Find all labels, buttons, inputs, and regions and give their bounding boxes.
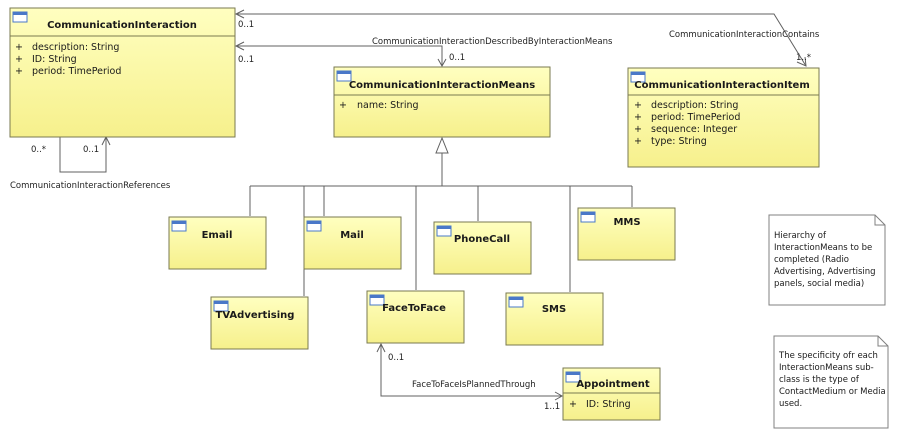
association-references-target-multiplicity: 0..1 <box>83 145 99 155</box>
class-email[interactable]: Email <box>168 216 267 270</box>
note-line: InteractionMeans sub- <box>779 363 874 373</box>
arrowhead-contains-source <box>234 9 245 19</box>
association-references-line[interactable] <box>59 137 107 173</box>
class-name: CommunicationInteractionItem <box>634 80 810 91</box>
note-line: panels, social media) <box>774 279 864 289</box>
association-described-by-source-multiplicity: 0..1 <box>238 55 254 65</box>
attribute: description: String <box>32 42 119 53</box>
attribute: period: TimePeriod <box>32 66 121 77</box>
association-contains-label: CommunicationInteractionContains <box>669 30 820 40</box>
note-line: Advertising, Advertising <box>774 267 876 277</box>
attribute: sequence: Integer <box>651 124 737 135</box>
class-name: Mail <box>340 230 364 241</box>
attribute-visibility: + <box>15 42 23 53</box>
attribute-visibility: + <box>339 100 347 111</box>
class-name: SMS <box>542 304 566 315</box>
class-name: TVAdvertising <box>216 310 295 321</box>
association-labels: CommunicationInteractionContains 0..1 1.… <box>10 20 820 412</box>
note-line: InteractionMeans to be <box>774 243 872 253</box>
class-face-to-face[interactable]: FaceToFace <box>366 290 465 344</box>
note-line: ContactMedium or Media <box>779 387 886 397</box>
attribute: description: String <box>651 100 738 111</box>
attribute: type: String <box>651 136 707 147</box>
class-name: MMS <box>613 217 640 228</box>
attribute-visibility: + <box>569 399 577 410</box>
association-references-source-multiplicity: 0..* <box>31 145 46 155</box>
association-described-by-target-multiplicity: 0..1 <box>449 53 465 63</box>
association-planned-through-target-multiplicity: 1..1 <box>544 402 560 412</box>
association-planned-through-source-multiplicity: 0..1 <box>388 353 404 363</box>
class-name: Email <box>202 230 233 241</box>
association-references-label: CommunicationInteractionReferences <box>10 181 171 191</box>
attribute: ID: String <box>586 399 631 410</box>
arrowhead-contains <box>796 56 807 67</box>
association-contains-target-multiplicity: 1..* <box>796 53 811 63</box>
note-line: completed (Radio <box>774 255 849 265</box>
association-planned-through-label: FaceToFaceIsPlannedThrough <box>412 380 536 390</box>
note-specificity[interactable]: The specificity ofr each InteractionMean… <box>773 335 889 429</box>
attribute-visibility: + <box>634 136 642 147</box>
class-name: Appointment <box>576 379 650 390</box>
class-name: PhoneCall <box>454 234 510 245</box>
note-line: The specificity ofr each <box>778 351 878 361</box>
attribute-visibility: + <box>634 124 642 135</box>
attribute-visibility: + <box>634 112 642 123</box>
class-tv-advertising[interactable]: TVAdvertising <box>210 296 309 350</box>
attribute-visibility: + <box>15 54 23 65</box>
note-hierarchy[interactable]: Hierarchy of InteractionMeans to be comp… <box>768 214 886 306</box>
relationship-lines <box>59 9 807 401</box>
class-name: CommunicationInteractionMeans <box>349 80 535 91</box>
arrowhead-planned-through-target <box>554 391 564 401</box>
association-contains-source-multiplicity: 0..1 <box>238 20 254 30</box>
association-planned-through-line[interactable] <box>380 344 562 397</box>
class-phone-call[interactable]: PhoneCall <box>433 221 532 275</box>
class-mail[interactable]: Mail <box>303 216 402 270</box>
arrowhead-described-by-target <box>437 58 447 68</box>
association-contains-line[interactable] <box>236 13 807 67</box>
attribute-visibility: + <box>15 66 23 77</box>
class-communication-interaction-item[interactable]: CommunicationInteractionItem + descripti… <box>627 67 820 168</box>
note-line: used. <box>779 399 802 409</box>
note-line: class is the type of <box>779 375 860 385</box>
class-sms[interactable]: SMS <box>505 292 604 346</box>
attribute-visibility: + <box>634 100 642 111</box>
attribute: period: TimePeriod <box>651 112 740 123</box>
arrowhead-planned-through-source <box>376 342 386 353</box>
class-name: CommunicationInteraction <box>47 20 197 31</box>
generalization-triangle <box>435 136 449 154</box>
association-described-by-label: CommunicationInteractionDescribedByInter… <box>372 37 613 47</box>
class-mms[interactable]: MMS <box>577 207 676 261</box>
association-described-by-line[interactable] <box>236 45 443 66</box>
class-appointment[interactable]: Appointment + ID: String <box>562 367 661 421</box>
arrowhead-described-by-source <box>234 41 245 51</box>
attribute: ID: String <box>32 54 77 65</box>
class-communication-interaction-means[interactable]: CommunicationInteractionMeans + name: St… <box>333 66 551 138</box>
note-line: Hierarchy of <box>774 231 827 241</box>
attribute: name: String <box>357 100 419 111</box>
class-communication-interaction[interactable]: CommunicationInteraction + description: … <box>9 7 236 138</box>
class-name: FaceToFace <box>382 303 446 314</box>
